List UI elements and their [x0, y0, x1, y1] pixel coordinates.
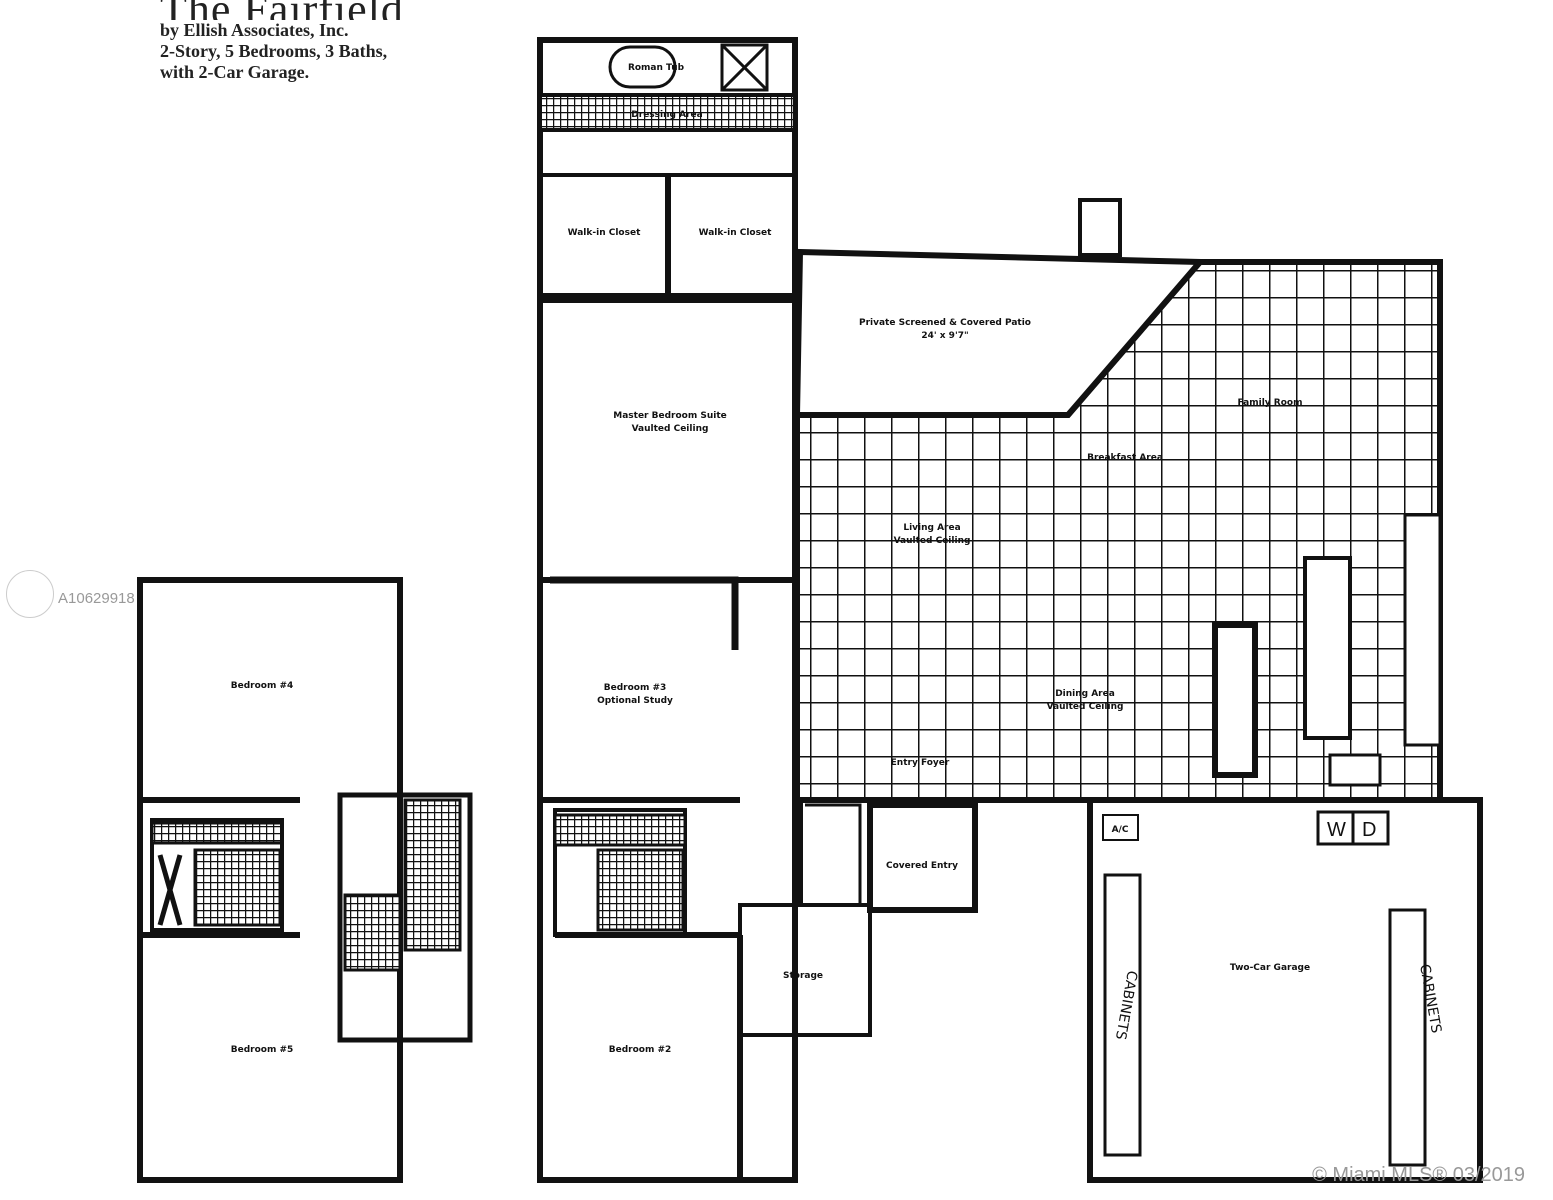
label-dining-sub: Vaulted Ceiling	[1047, 702, 1124, 712]
label-foyer: Entry Foyer	[891, 758, 950, 768]
label-bedroom-3-sub: Optional Study	[597, 696, 673, 706]
plan-title-block: The Fairfield by Ellish Associates, Inc.…	[160, 0, 404, 83]
label-bedroom-2: Bedroom #2	[609, 1045, 672, 1055]
plan-name: The Fairfield	[160, 0, 404, 20]
label-bedroom-3: Bedroom #3	[604, 683, 667, 693]
label-living-sub: Vaulted Ceiling	[894, 536, 971, 546]
label-bedroom-4: Bedroom #4	[231, 681, 294, 691]
label-cabinets-left: CABINETS	[1112, 969, 1140, 1041]
mls-logo-icon	[6, 570, 54, 618]
label-master-bath: Roman Tub	[628, 63, 685, 73]
label-walkin-right: Walk-in Closet	[699, 228, 772, 238]
label-master-suite-sub: Vaulted Ceiling	[632, 424, 709, 434]
walls	[137, 37, 1483, 1183]
label-living: Living Area	[903, 523, 960, 533]
label-walkin-left: Walk-in Closet	[568, 228, 641, 238]
label-garage: Two-Car Garage	[1230, 963, 1310, 973]
label-patio: Private Screened & Covered Patio	[859, 318, 1031, 328]
label-storage: Storage	[783, 971, 823, 981]
listing-id-watermark: A10629918	[58, 590, 135, 607]
label-dryer: D	[1362, 819, 1376, 841]
label-patio-size: 24' x 9'7"	[921, 331, 968, 341]
label-washer: W	[1327, 819, 1346, 841]
label-breakfast: Breakfast Area	[1087, 453, 1163, 463]
label-master-suite: Master Bedroom Suite	[613, 411, 726, 421]
copyright-watermark: © Miami MLS® 03/2019	[1312, 1164, 1525, 1186]
label-family: Family Room	[1238, 398, 1303, 408]
garage-line: with 2-Car Garage.	[160, 62, 310, 82]
label-cabinets-right: CABINETS	[1416, 963, 1444, 1035]
label-ac: A/C	[1112, 825, 1129, 835]
label-covered-entry: Covered Entry	[886, 861, 958, 871]
label-dressing: Dressing Area	[631, 110, 702, 120]
label-dining: Dining Area	[1055, 689, 1115, 699]
label-bedroom-5: Bedroom #5	[231, 1045, 294, 1055]
specs-line: 2-Story, 5 Bedrooms, 3 Baths,	[160, 41, 388, 61]
builder-line: by Ellish Associates, Inc.	[160, 20, 349, 40]
